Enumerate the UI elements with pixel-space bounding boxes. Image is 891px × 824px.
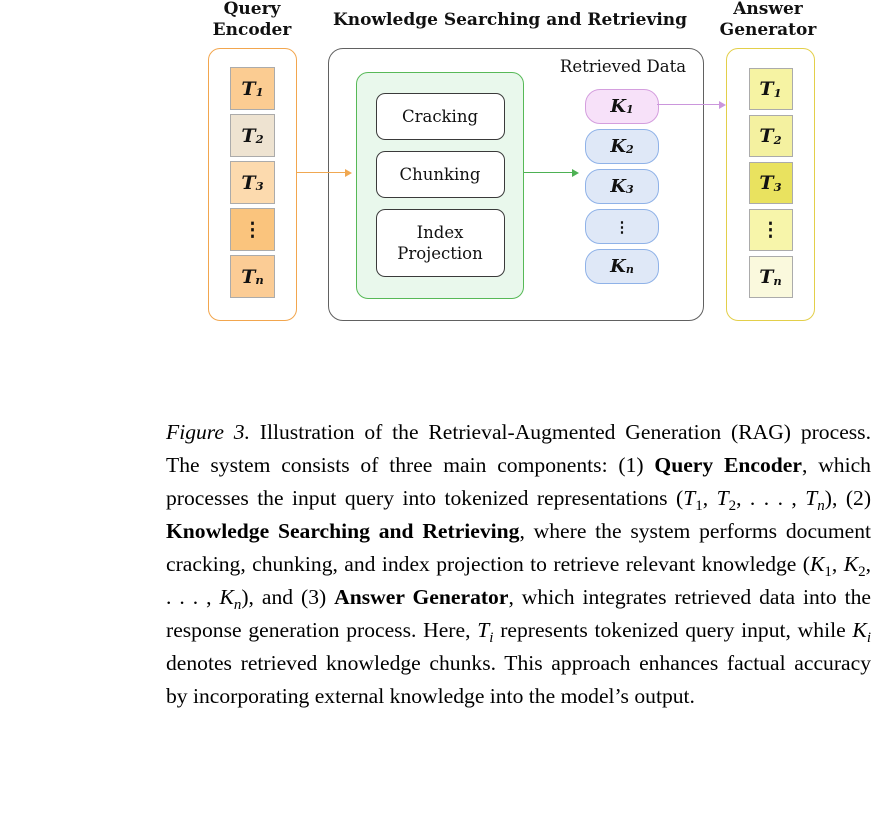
chunk-subscript: n bbox=[625, 263, 634, 276]
token-label: T bbox=[241, 124, 256, 147]
chunk-label: K bbox=[610, 176, 626, 197]
token-label: T bbox=[759, 266, 774, 288]
vertical-ellipsis: ⋮ bbox=[761, 219, 780, 241]
retrieved-data-label: Retrieved Data bbox=[559, 57, 687, 76]
arrow-knowledge-to-chunks bbox=[524, 168, 579, 177]
arrow-encoder-to-knowledge bbox=[297, 168, 352, 177]
token-label: T bbox=[759, 125, 774, 147]
process-step-chunking: Chunking bbox=[375, 151, 505, 198]
arrow-shaft bbox=[657, 103, 720, 106]
process-step-label: Chunking bbox=[399, 165, 481, 184]
chunk-ellipsis: ⋮ bbox=[585, 209, 659, 244]
token-subscript: 2 bbox=[773, 132, 782, 147]
process-step-cracking: Cracking bbox=[375, 93, 505, 140]
token-label: T bbox=[759, 78, 774, 100]
query-token-ellipsis: ⋮ bbox=[230, 208, 275, 251]
arrow-chunk-to-answer bbox=[657, 100, 726, 109]
arrow-head-icon bbox=[345, 168, 352, 177]
token-label: T bbox=[241, 171, 256, 194]
chunk-label: K bbox=[610, 96, 626, 117]
vertical-ellipsis: ⋮ bbox=[614, 217, 630, 236]
token-subscript: n bbox=[255, 273, 264, 287]
query-encoder-title-line2: Encoder bbox=[212, 20, 292, 40]
answer-token-ellipsis: ⋮ bbox=[748, 209, 793, 251]
arrow-head-icon bbox=[572, 168, 579, 177]
answer-generator-title-line1: Answer bbox=[733, 0, 803, 19]
vertical-ellipsis: ⋮ bbox=[243, 218, 262, 241]
token-subscript: 3 bbox=[255, 179, 264, 193]
token-subscript: 1 bbox=[773, 85, 782, 100]
knowledge-title: Knowledge Searching and Retrieving bbox=[310, 10, 710, 31]
token-subscript: 2 bbox=[255, 132, 264, 146]
arrow-shaft bbox=[524, 171, 573, 174]
answer-generator-title-line2: Generator bbox=[719, 20, 817, 40]
token-label: T bbox=[241, 77, 256, 100]
process-step-label: Cracking bbox=[401, 107, 479, 126]
token-label: T bbox=[759, 172, 774, 194]
token-subscript: 1 bbox=[255, 85, 264, 99]
answer-generator-title: Answer Generator bbox=[708, 0, 828, 41]
process-step-label: Index Projection bbox=[397, 223, 483, 263]
token-subscript: 3 bbox=[773, 179, 782, 194]
arrow-shaft bbox=[297, 171, 346, 174]
arrow-head-icon bbox=[719, 100, 726, 109]
token-subscript: n bbox=[773, 273, 782, 288]
chunk-subscript: 3 bbox=[626, 183, 634, 196]
query-encoder-title: Query Encoder bbox=[192, 0, 312, 41]
process-step-index-projection: Index Projection bbox=[375, 209, 505, 277]
chunk-label: K bbox=[610, 136, 626, 157]
figure-caption: Figure 3. Illustration of the Retrieval-… bbox=[166, 420, 872, 708]
chunk-subscript: 1 bbox=[626, 103, 634, 116]
knowledge-title-text: Knowledge Searching and Retrieving bbox=[332, 10, 688, 30]
chunk-subscript: 2 bbox=[626, 143, 634, 156]
token-label: T bbox=[241, 265, 256, 288]
knowledge-panel: Cracking Chunking Index Projection Retri… bbox=[328, 48, 704, 321]
query-encoder-title-line1: Query bbox=[223, 0, 281, 19]
chunk-label: K bbox=[610, 256, 626, 277]
processing-steps-box: Cracking Chunking Index Projection bbox=[356, 72, 524, 299]
